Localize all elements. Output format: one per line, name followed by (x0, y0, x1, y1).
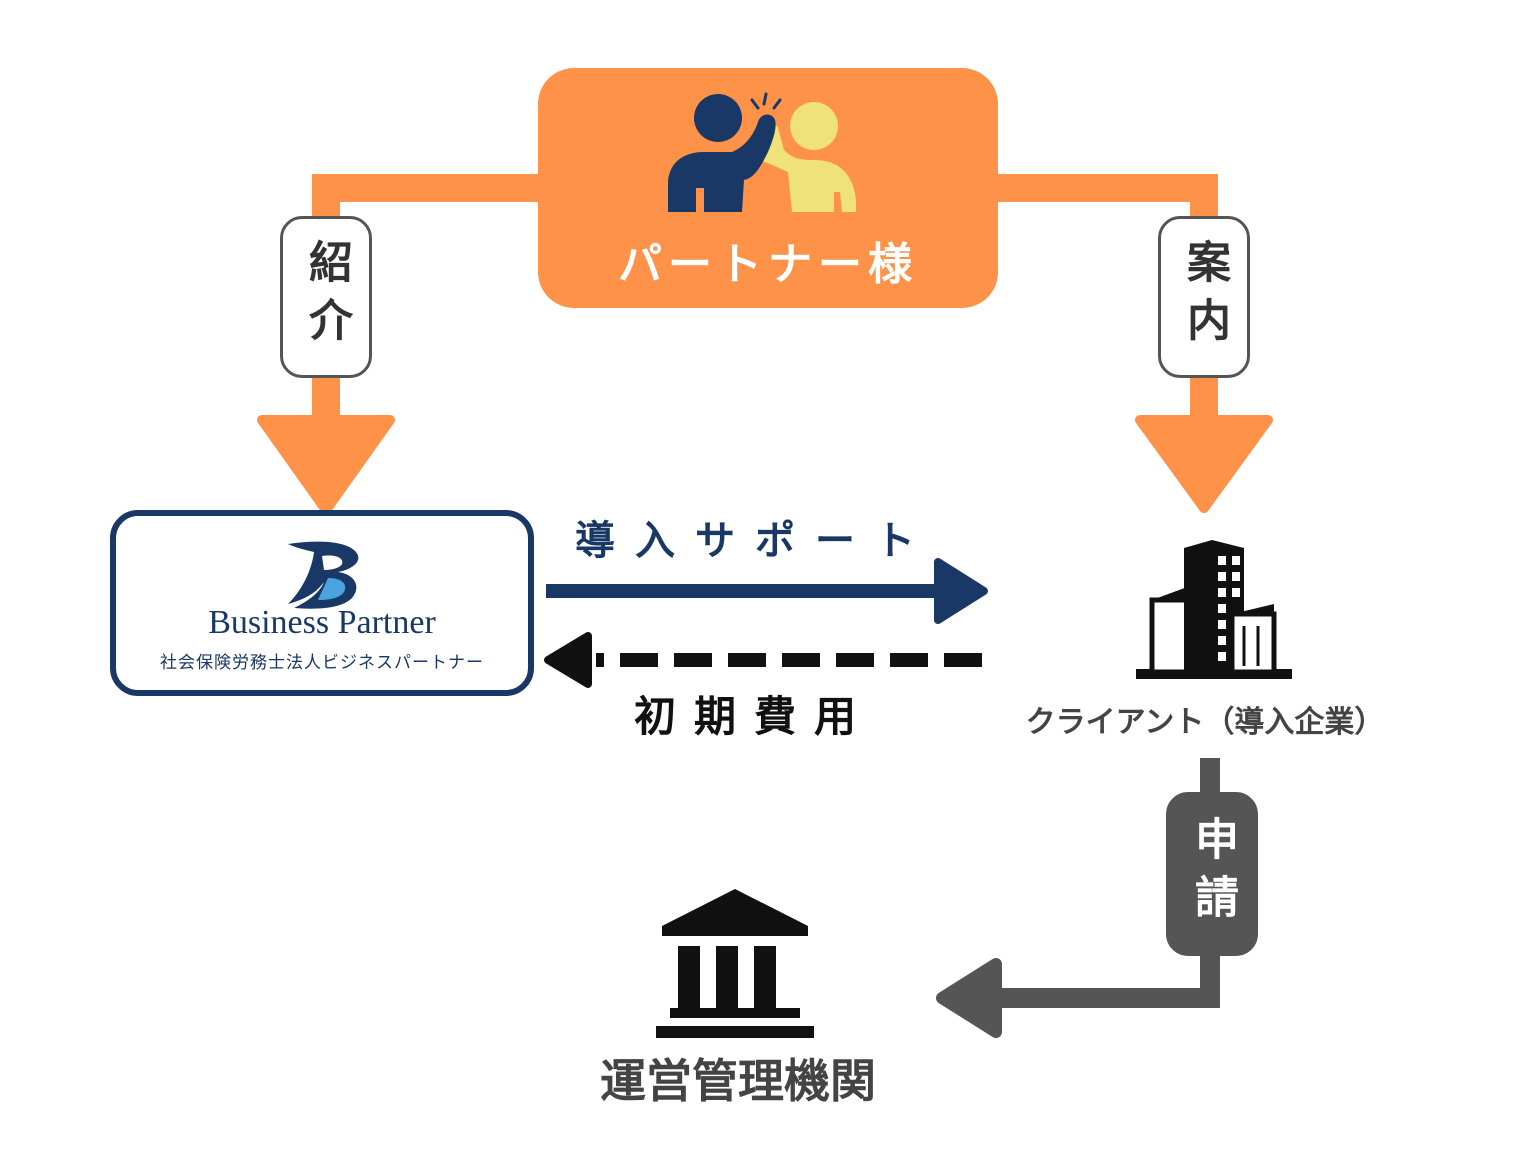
business-partner-box (110, 510, 534, 696)
partner-label: パートナー様 (618, 239, 918, 290)
client-label: クライアント（導入企業） (1025, 705, 1385, 740)
high-five-icon (668, 92, 856, 212)
arrow-support (546, 558, 988, 624)
office-building-icon (1136, 540, 1292, 679)
support-label: 導入サポート (575, 518, 935, 564)
tag-guidance-label: 案内 (1179, 239, 1230, 355)
arrow-initial-fee (544, 632, 982, 688)
business-partner-logo (288, 541, 359, 609)
tag-guidance: 案内 (1158, 216, 1250, 378)
agency-label: 運営管理機関 (600, 1054, 876, 1108)
business-partner-name: Business Partner (208, 604, 436, 641)
tag-application-label: 申請 (1187, 816, 1238, 932)
tag-application: 申請 (1166, 792, 1258, 956)
business-partner-subtitle: 社会保険労務士法人ビジネスパートナー (160, 653, 484, 673)
government-building-icon (656, 889, 814, 1038)
initial-fee-label: 初期費用 (634, 692, 875, 741)
tag-introduction: 紹介 (280, 216, 372, 378)
partner-box (538, 68, 998, 308)
tag-introduction-label: 紹介 (301, 239, 352, 355)
